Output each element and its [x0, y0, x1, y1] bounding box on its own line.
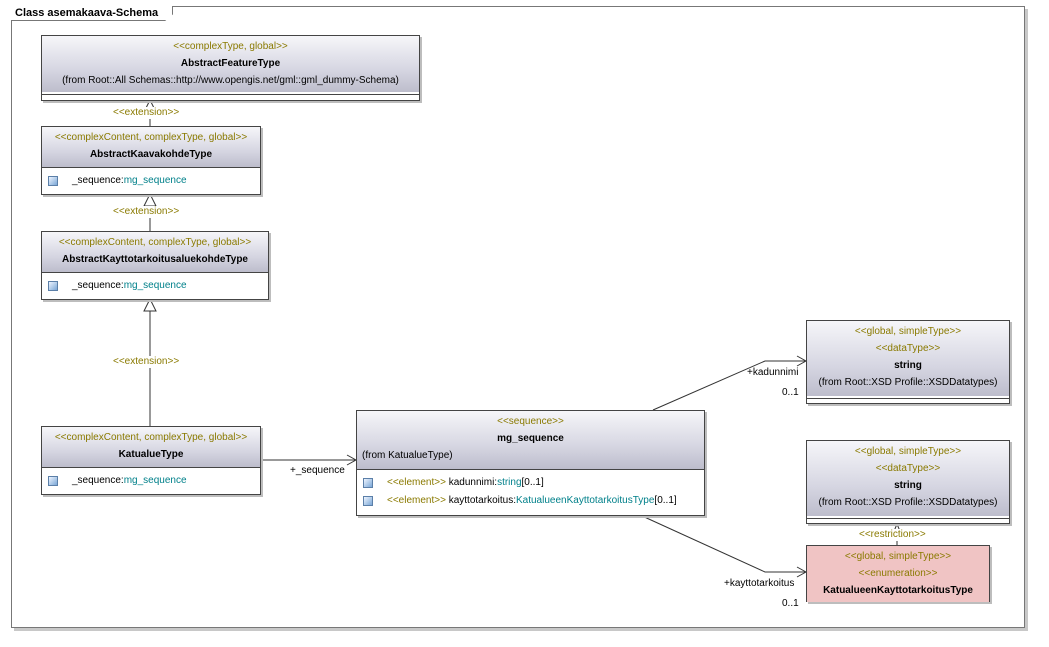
attribute-icon [48, 281, 58, 291]
diagram-frame [11, 6, 1025, 628]
attribute-icon [363, 496, 373, 506]
attribute-type: mg_sequence [123, 175, 187, 186]
stereotype: <<sequence>> [497, 416, 564, 427]
stereotype: <<global, simpleType>> [854, 446, 962, 457]
class-string-datatype[interactable]: <<global, simpleType>> <<dataType>> stri… [806, 440, 1010, 524]
stereotype: <<complexContent, complexType, global>> [58, 237, 252, 248]
class-name: AbstractFeatureType [180, 58, 281, 69]
attribute-row[interactable]: _sequence:mg_sequence [42, 172, 260, 190]
association-role-label: +_sequence [290, 465, 345, 476]
generalization-arrowhead [143, 297, 157, 312]
association-role-label: +kadunnimi [747, 367, 799, 378]
stereotype: <<complexContent, complexType, global>> [54, 432, 248, 443]
attribute-name: kayttotarkoitus: [448, 495, 516, 506]
stereotype: <<global, simpleType>> [844, 551, 952, 562]
attribute-icon [48, 176, 58, 186]
class-katualueen-kayttotarkoitus-enum[interactable]: <<global, simpleType>> <<enumeration>> K… [806, 545, 990, 602]
attribute-row[interactable]: _sequence:mg_sequence [42, 277, 268, 295]
attribute-icon [363, 478, 373, 488]
attribute-name: _sequence: [72, 280, 124, 291]
association-line [639, 514, 806, 573]
class-abstract-kayttotarkoitusaluekohde-type[interactable]: <<complexContent, complexType, global>> … [41, 231, 269, 300]
class-string-datatype[interactable]: <<global, simpleType>> <<dataType>> stri… [806, 320, 1010, 404]
class-name: string [894, 480, 922, 491]
class-mg-sequence[interactable]: <<sequence>> mg_sequence (from KatualueT… [356, 410, 705, 516]
attribute-stereotype: <<element>> [387, 495, 446, 506]
association-line [652, 360, 806, 411]
attribute-stereotype: <<element>> [387, 477, 446, 488]
class-origin: (from KatualueType) [362, 450, 453, 461]
stereotype: <<enumeration>> [858, 568, 938, 579]
class-katualue-type[interactable]: <<complexContent, complexType, global>> … [41, 426, 261, 495]
class-name: KatualueType [118, 449, 184, 460]
diagram-title: Class asemakaava-Schema [11, 6, 173, 21]
multiplicity-label: 0..1 [782, 598, 799, 609]
class-abstract-kaavakohde-type[interactable]: <<complexContent, complexType, global>> … [41, 126, 261, 195]
attribute-name: _sequence: [72, 175, 124, 186]
restriction-label: <<restriction>> [859, 529, 926, 541]
association-role-label: +kayttotarkoitus [724, 578, 795, 589]
generalization-arrowhead [143, 192, 157, 207]
attribute-multiplicity: [0..1] [654, 495, 677, 506]
class-name: string [894, 360, 922, 371]
extension-label: <<extension>> [113, 206, 180, 218]
class-origin: (from Root::XSD Profile::XSDDatatypes) [818, 497, 998, 508]
class-abstract-feature-type[interactable]: <<complexType, global>> AbstractFeatureT… [41, 35, 420, 101]
stereotype: <<complexContent, complexType, global>> [54, 132, 248, 143]
stereotype: <<global, simpleType>> [854, 326, 962, 337]
attribute-type: mg_sequence [123, 280, 187, 291]
extension-label: <<extension>> [113, 107, 180, 119]
attribute-type: string [497, 477, 522, 488]
attribute-row[interactable]: <<element>> kayttotarkoitus:KatualueenKa… [357, 492, 704, 510]
class-origin: (from Root::XSD Profile::XSDDatatypes) [818, 377, 998, 388]
extension-label: <<extension>> [113, 356, 180, 368]
attribute-name: kadunnimi: [448, 477, 498, 488]
attribute-type: KatualueenKayttotarkoitusType [515, 495, 655, 506]
stereotype: <<complexType, global>> [173, 41, 288, 52]
stereotype: <<dataType>> [875, 343, 941, 354]
attribute-icon [48, 476, 58, 486]
class-name: AbstractKaavakohdeType [89, 149, 213, 160]
attribute-row[interactable]: <<element>> kadunnimi:string[0..1] [357, 474, 704, 492]
class-name: KatualueenKayttotarkoitusType [823, 585, 973, 596]
multiplicity-label: 0..1 [782, 387, 799, 398]
class-name: AbstractKayttotarkoitusaluekohdeType [62, 254, 248, 265]
attribute-row[interactable]: _sequence:mg_sequence [42, 472, 260, 490]
attribute-type: mg_sequence [123, 475, 187, 486]
attribute-multiplicity: [0..1] [521, 477, 544, 488]
class-name: mg_sequence [497, 433, 564, 444]
class-origin: (from Root::All Schemas::http://www.open… [62, 75, 399, 86]
stereotype: <<dataType>> [875, 463, 941, 474]
attribute-name: _sequence: [72, 475, 124, 486]
